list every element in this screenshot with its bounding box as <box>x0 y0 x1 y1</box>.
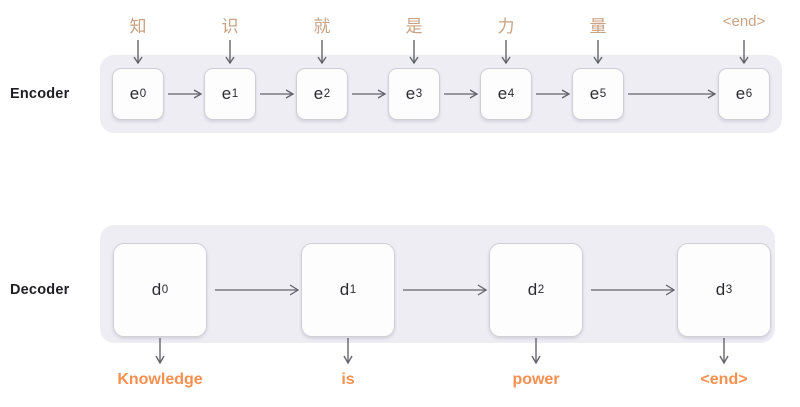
decoder-cell-1-subscript: 1 <box>349 284 357 296</box>
decoder-cell-0-subscript: 0 <box>161 284 169 296</box>
encoder-cell-1-base: e <box>221 84 232 103</box>
decoder-cell-2-subscript: 2 <box>537 284 545 296</box>
encoder-cell-3-base: e <box>405 84 416 103</box>
encoder-input-token-5: 量 <box>589 17 607 36</box>
decoder-cell-0-base: d <box>151 280 162 299</box>
encoder-cell-6-subscript: 6 <box>745 88 753 100</box>
encoder-cell-2-base: e <box>313 84 324 103</box>
encoder-cell-3-subscript: 3 <box>415 88 423 100</box>
encoder-cell-4-base: e <box>497 84 508 103</box>
encoder-cell-2-subscript: 2 <box>323 88 331 100</box>
decoder-output-word-0: Knowledge <box>117 371 203 388</box>
encoder-cell-4-subscript: 4 <box>507 88 515 100</box>
encoder-row-label: Encoder <box>10 86 70 102</box>
decoder-row-label: Decoder <box>10 282 70 298</box>
encoder-cell-0-subscript: 0 <box>139 88 147 100</box>
encoder-input-token-4: 力 <box>497 17 515 36</box>
decoder-output-word-3: <end> <box>700 371 748 388</box>
decoder-cell-3-subscript: 3 <box>725 284 733 296</box>
encoder-cell-1-subscript: 1 <box>231 88 239 100</box>
decoder-output-word-2: power <box>512 371 560 388</box>
decoder-output-word-1: is <box>341 371 355 388</box>
decoder-panel <box>100 225 775 343</box>
encoder-cell-5-base: e <box>589 84 600 103</box>
encoder-input-token-3: 是 <box>405 17 423 36</box>
decoder-cell-3-base: d <box>715 280 726 299</box>
encoder-cell-0-base: e <box>129 84 140 103</box>
encoder-cell-6-base: e <box>735 84 746 103</box>
encoder-panel <box>100 55 782 133</box>
encoder-input-token-1: 识 <box>221 17 239 36</box>
encoder-input-token-0: 知 <box>129 17 147 36</box>
decoder-cell-2-base: d <box>527 280 538 299</box>
encoder-input-token-6: <end> <box>722 13 766 30</box>
encoder-input-token-2: 就 <box>313 17 331 36</box>
encoder-cell-5-subscript: 5 <box>599 88 607 100</box>
decoder-cell-1-base: d <box>339 280 350 299</box>
